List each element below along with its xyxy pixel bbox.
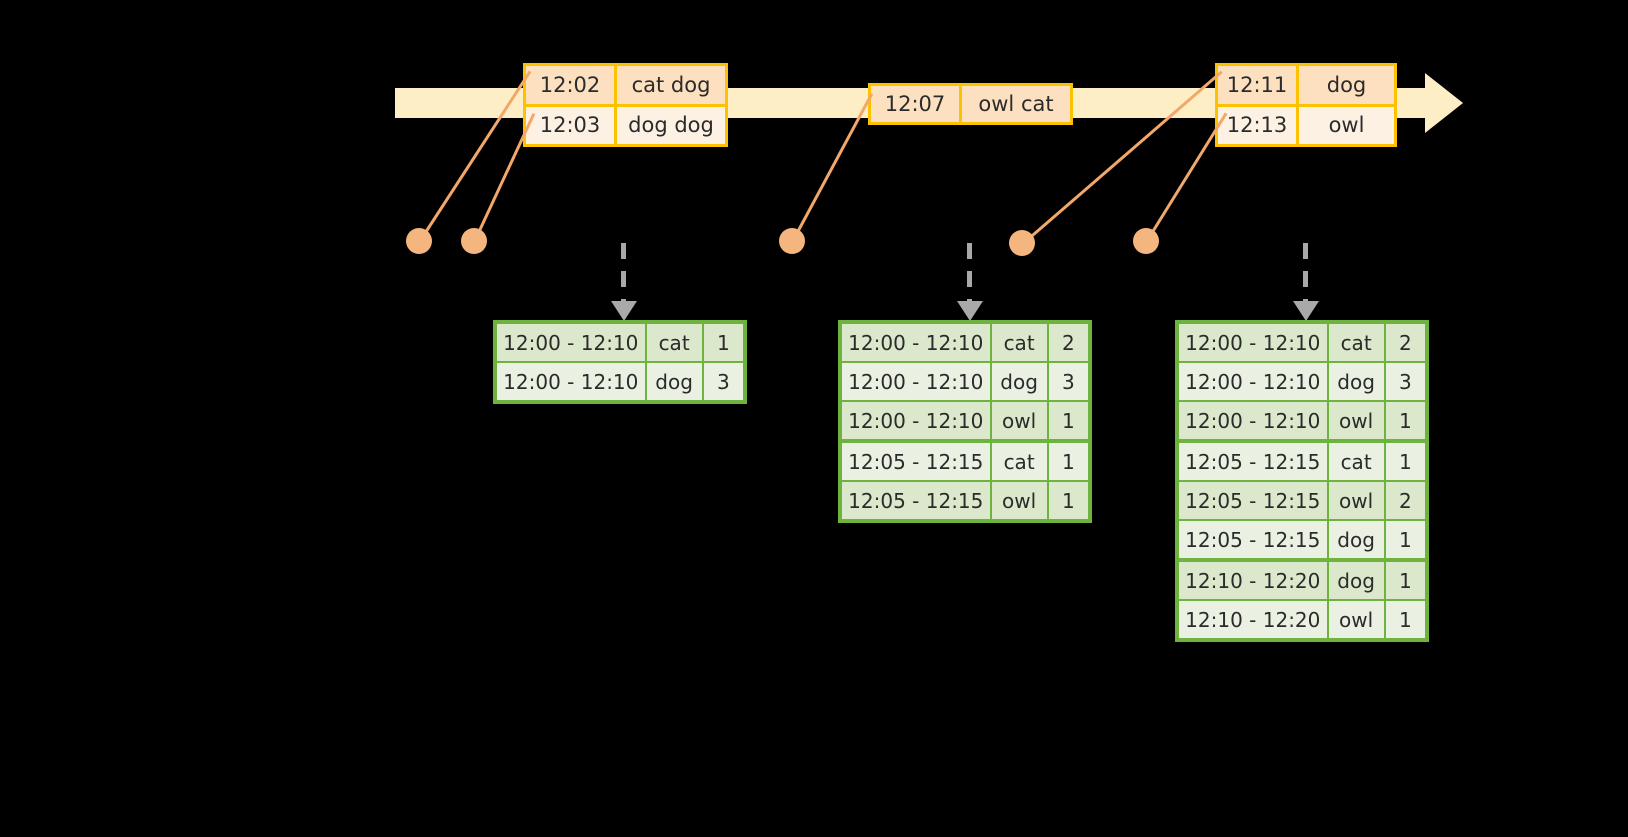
window-cell: 12:05 - 12:15 (1179, 482, 1327, 519)
window-cell: 12:10 - 12:20 (1179, 562, 1327, 599)
window-cell: 12:05 - 12:15 (842, 482, 990, 519)
key-cell: cat (1326, 443, 1384, 480)
count-cell: 3 (1046, 363, 1088, 400)
window-cell: 12:05 - 12:15 (842, 443, 990, 480)
window-cell: 12:00 - 12:10 (1179, 324, 1327, 361)
event-marker-dot (779, 228, 805, 254)
event-timestamp: 12:02 (526, 66, 614, 104)
event-marker-dot (1009, 230, 1035, 256)
event-timestamp: 12:07 (871, 86, 959, 122)
key-cell: dog (1326, 521, 1384, 558)
count-cell: 3 (701, 363, 743, 400)
count-cell: 1 (1383, 521, 1425, 558)
count-cell: 3 (1383, 363, 1425, 400)
count-cell: 1 (1046, 482, 1088, 519)
count-cell: 2 (1383, 324, 1425, 361)
window-cell: 12:10 - 12:20 (1179, 601, 1327, 638)
event-timestamp: 12:03 (526, 106, 614, 144)
timeline-arrowhead (1425, 73, 1463, 133)
event-words: cat dog (614, 66, 725, 104)
window-cell: 12:00 - 12:10 (842, 324, 990, 361)
window-cell: 12:00 - 12:10 (842, 402, 990, 439)
window-cell: 12:00 - 12:10 (1179, 402, 1327, 439)
event-marker-dot (1133, 228, 1159, 254)
key-cell: owl (989, 402, 1047, 439)
key-cell: cat (989, 324, 1047, 361)
key-cell: dog (1326, 562, 1384, 599)
window-cell: 12:05 - 12:15 (1179, 443, 1327, 480)
key-cell: cat (989, 443, 1047, 480)
key-cell: cat (1326, 324, 1384, 361)
emit-arrow-head (611, 301, 637, 321)
count-cell: 2 (1046, 324, 1088, 361)
count-cell: 2 (1383, 482, 1425, 519)
key-cell: owl (1326, 601, 1384, 638)
event-timestamp: 12:11 (1218, 66, 1296, 104)
key-cell: dog (1326, 363, 1384, 400)
emit-arrow-shaft (967, 243, 972, 301)
count-cell: 1 (1383, 443, 1425, 480)
emit-arrow-shaft (1303, 243, 1308, 301)
key-cell: dog (989, 363, 1047, 400)
emit-arrow-shaft (621, 243, 626, 301)
emit-arrow-head (957, 301, 983, 321)
window-cell: 12:00 - 12:10 (497, 363, 645, 400)
event-words: dog dog (614, 106, 725, 144)
count-cell: 1 (1383, 601, 1425, 638)
window-cell: 12:00 - 12:10 (842, 363, 990, 400)
count-cell: 1 (1046, 443, 1088, 480)
key-cell: owl (1326, 402, 1384, 439)
window-cell: 12:05 - 12:15 (1179, 521, 1327, 558)
event-marker-dot (461, 228, 487, 254)
event-marker-dot (406, 228, 432, 254)
event-words: dog (1296, 66, 1394, 104)
emit-arrow-head (1293, 301, 1319, 321)
key-cell: dog (644, 363, 702, 400)
key-cell: owl (1326, 482, 1384, 519)
count-cell: 1 (701, 324, 743, 361)
event-connector-line (472, 112, 536, 244)
event-words: owl cat (959, 86, 1070, 122)
event-timestamp: 12:13 (1218, 106, 1296, 144)
window-cell: 12:00 - 12:10 (497, 324, 645, 361)
key-cell: cat (644, 324, 702, 361)
event-words: owl (1296, 106, 1394, 144)
event-connector-line (1144, 112, 1228, 244)
count-cell: 1 (1383, 562, 1425, 599)
count-cell: 1 (1046, 402, 1088, 439)
key-cell: owl (989, 482, 1047, 519)
window-cell: 12:00 - 12:10 (1179, 363, 1327, 400)
count-cell: 1 (1383, 402, 1425, 439)
